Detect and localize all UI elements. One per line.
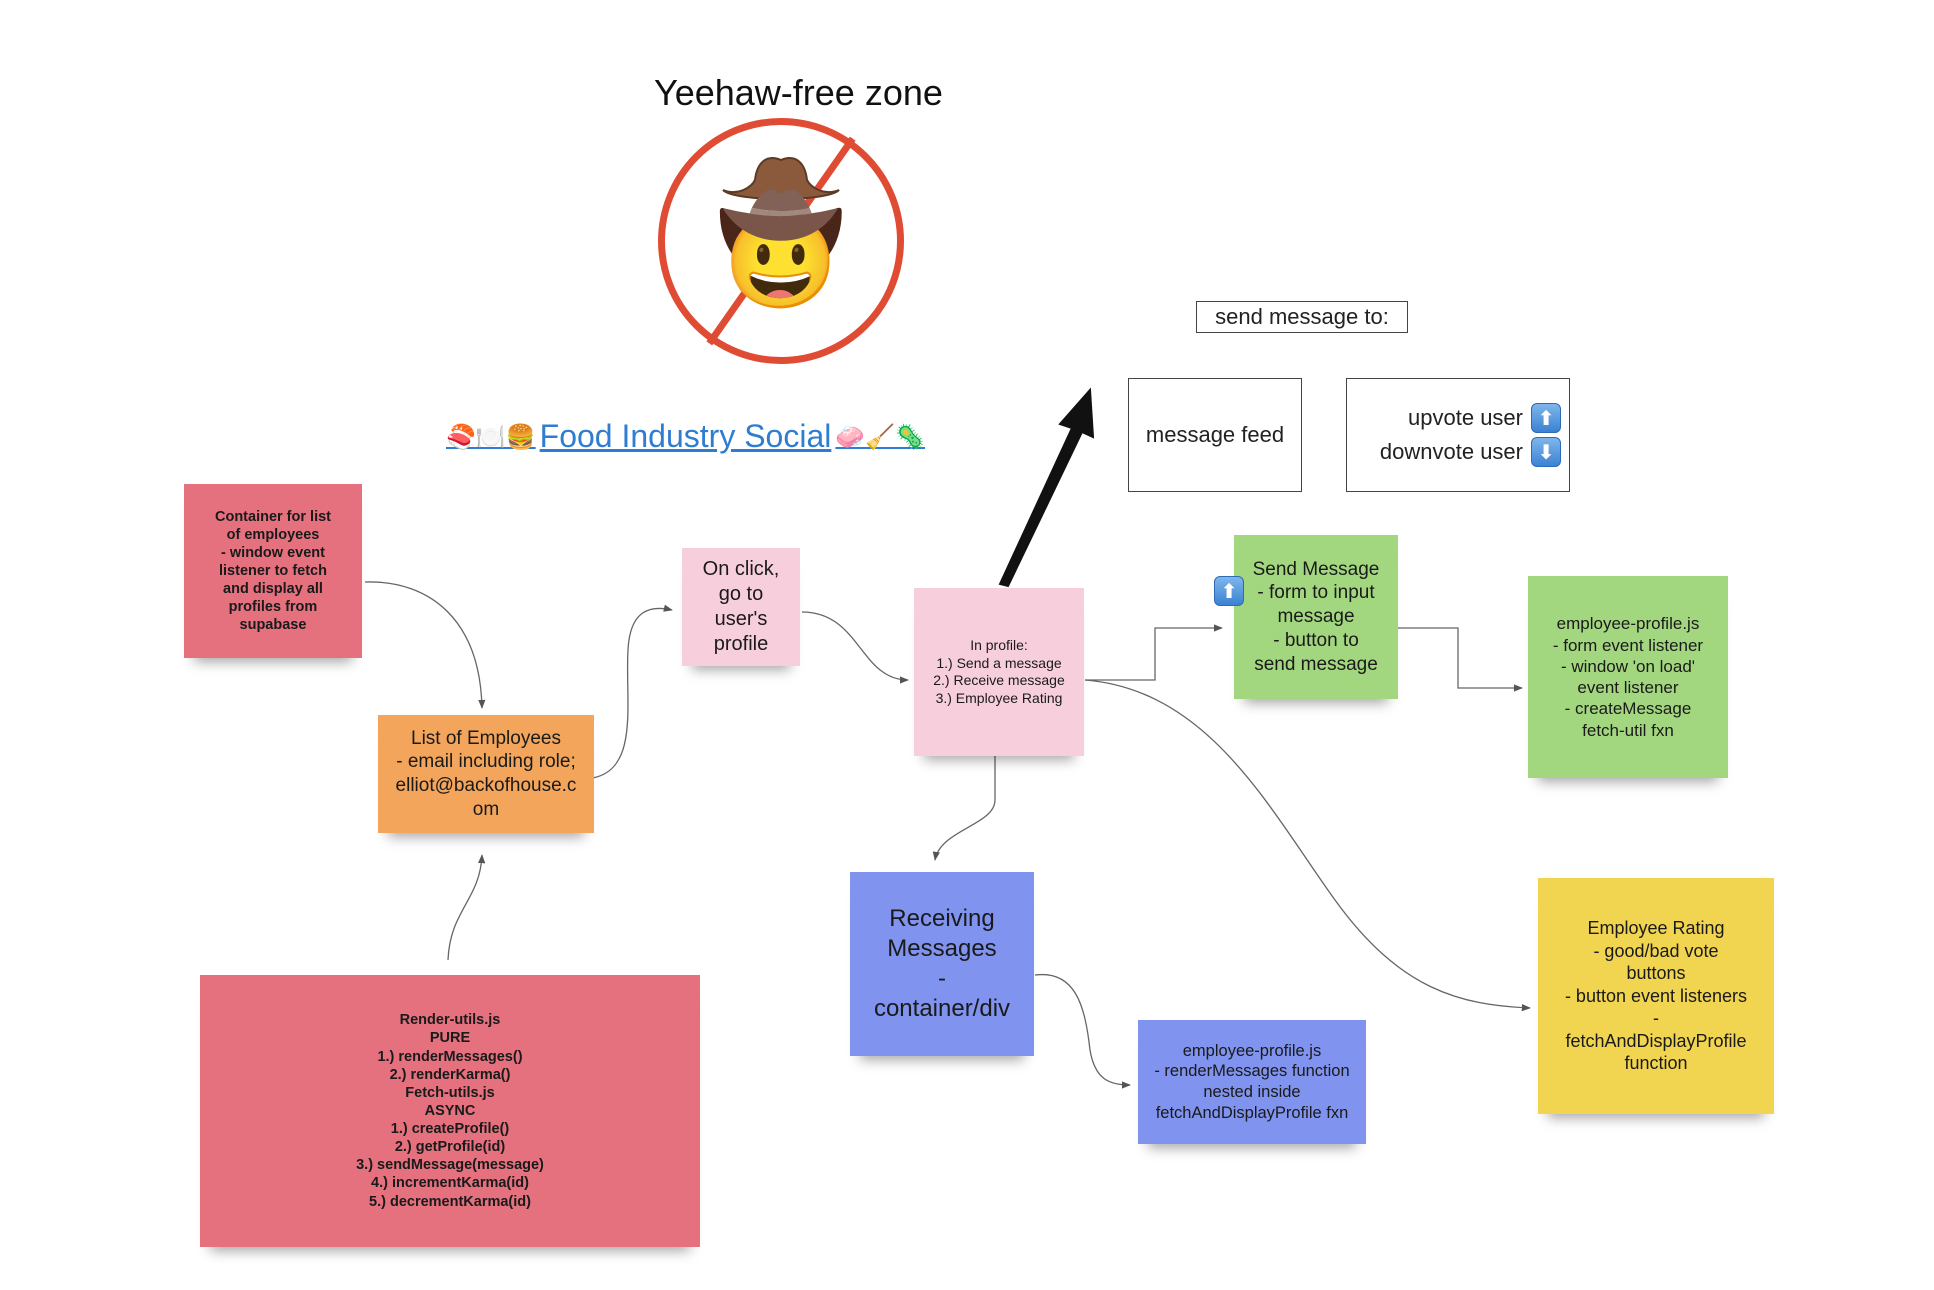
sticky-render-messages-js: employee-profile.js - renderMessages fun… <box>1138 1020 1366 1144</box>
up-arrow-icon[interactable]: ⬆ <box>1531 403 1561 433</box>
sticky-container-employees: Container for list of employees - window… <box>184 484 362 658</box>
connector-list-to-onclick <box>591 604 673 779</box>
sticky-on-click: On click, go to user's profile <box>682 548 800 666</box>
down-arrow-icon[interactable]: ⬇ <box>1531 437 1561 467</box>
no-cowboy-sign-icon: 🤠 <box>658 118 904 364</box>
upvote-label: upvote user <box>1408 405 1523 430</box>
connector-send-to-empjs <box>1395 627 1523 692</box>
app-title-link-text: Food Industry Social <box>539 418 832 454</box>
downvote-row[interactable]: downvote user ⬇ <box>1380 437 1561 467</box>
vote-box: upvote user ⬆ downvote user ⬇ <box>1346 378 1570 492</box>
sticky-employee-profile-js: employee-profile.js - form event listene… <box>1528 576 1728 778</box>
cowboy-face-icon: 🤠 <box>716 189 846 312</box>
up-arrow-icon: ⬆ <box>1214 576 1244 606</box>
app-title-link[interactable]: 🍣🍽️🍔 Food Industry Social 🧼🧹🦠 <box>446 418 925 455</box>
big-black-arrow <box>998 387 1095 588</box>
food-emoji-icons: 🍣🍽️🍔 <box>446 422 536 451</box>
connector-utils-to-list <box>447 854 486 961</box>
downvote-label: downvote user <box>1379 439 1523 464</box>
cleaning-emoji-icons: 🧼🧹🦠 <box>835 422 926 451</box>
connector-profile-to-send <box>1085 624 1223 681</box>
message-feed-box: message feed <box>1128 378 1302 492</box>
sticky-list-of-employees: List of Employees - email including role… <box>378 715 594 833</box>
connector-onclick-to-profile <box>801 611 909 684</box>
connector-container-to-list <box>364 581 486 709</box>
sticky-receiving-messages: Receiving Messages - container/div <box>850 872 1034 1056</box>
sticky-utils-functions: Render-utils.js PURE 1.) renderMessages(… <box>200 975 700 1247</box>
sticky-in-profile: In profile: 1.) Send a message 2.) Recei… <box>914 588 1084 756</box>
sticky-send-message: Send Message - form to input message - b… <box>1234 535 1398 699</box>
connector-profile-to-rating <box>1084 679 1531 1012</box>
upvote-row[interactable]: upvote user ⬆ <box>1408 403 1561 433</box>
connector-receiving-to-renderjs <box>1034 973 1131 1089</box>
sticky-employee-rating: Employee Rating - good/bad vote buttons … <box>1538 878 1774 1114</box>
send-message-to-label: send message to: <box>1196 301 1408 333</box>
cowboy-hat-icon <box>722 157 840 201</box>
page-title: Yeehaw-free zone <box>654 72 943 113</box>
